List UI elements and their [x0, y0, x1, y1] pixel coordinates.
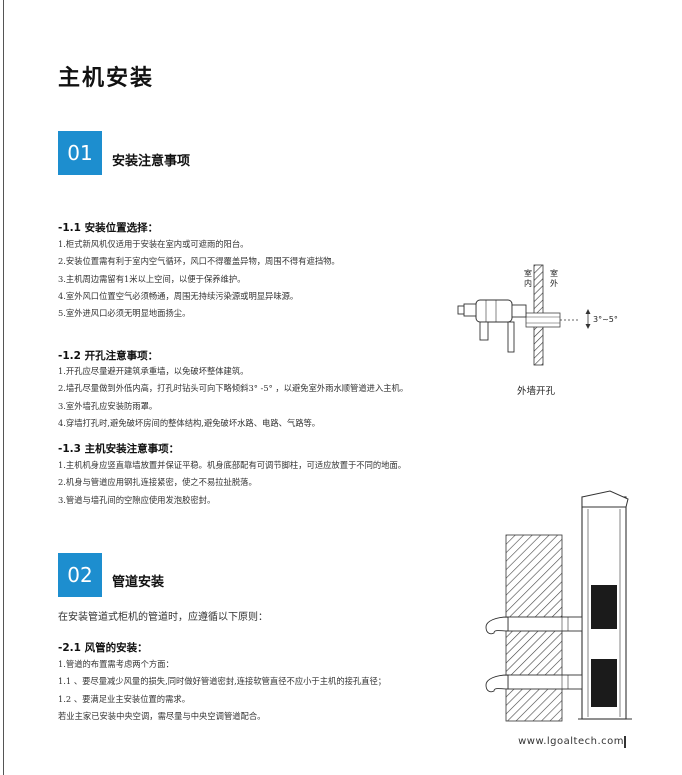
figure-caption: 外墙开孔 [517, 386, 556, 397]
section-number-01: 01 [58, 131, 102, 175]
list-item: 2.墙孔尽量做到外低内高，打孔时钻头可向下略倾斜3° -5° ，以避免室外雨水顺… [58, 383, 409, 394]
angle-label: 3°~5° [593, 315, 618, 324]
section-title-duct: 管道安装 [112, 575, 165, 590]
list-item: 2.安装位置需有利于室内空气循环，风口不得覆盖异物，周围不得有遮挡物。 [58, 256, 340, 267]
section-intro: 在安装管道式柜机的管道时，应遵循以下原则： [58, 612, 268, 623]
footer-url: www.lgoaltech.com [518, 736, 624, 747]
page-edge-line [3, 0, 4, 775]
subsection-title-unit-install: -1.3 主机安装注意事项： [58, 443, 180, 455]
list-item: 1.2 、要满足业主安装位置的需求。 [58, 693, 190, 704]
list-item: 5.室外进风口必须无明显地面扬尘。 [58, 308, 191, 319]
list-item: 3.室外墙孔应安装防雨罩。 [58, 400, 158, 411]
list-item: 若业主家已安装中央空调，需尽量与中央空调管道配合。 [58, 710, 266, 721]
section-title-precautions: 安装注意事项 [112, 154, 191, 169]
cabinet-unit-diagram [485, 490, 632, 722]
footer-divider [624, 736, 626, 748]
list-item: 3.管道与墙孔间的空隙应使用发泡胶密封。 [58, 494, 216, 505]
location-list: 1.柜式新风机仅适用于安装在室内或可遮雨的阳台。 2.安装位置需有利于室内空气循… [58, 236, 340, 322]
wall-drilling-diagram [457, 264, 591, 366]
drilling-list: 1.开孔应尽量避开建筑承重墙，以免破坏整体建筑。 2.墙孔尽量做到外低内高，打孔… [58, 363, 408, 432]
list-item: 1.开孔应尽量避开建筑承重墙，以免破坏整体建筑。 [58, 366, 249, 376]
subsection-title-air-duct: -2.1 风管的安装： [58, 642, 148, 654]
subsection-title-location: -1.1 安装位置选择： [58, 222, 159, 234]
outdoor-label: 室外 [550, 269, 558, 288]
cabinet-unit-illustration [478, 487, 638, 723]
subsection-title-drilling: -1.2 开孔注意事项： [58, 350, 159, 362]
air-duct-list: 1.管道的布置需考虑两个方面： 1.1 、要尽量减少风量的损失,同时做好管道密封… [58, 656, 386, 725]
list-item: 4.室外风口位置空气必须畅通，周围无持续污染源或明显异味源。 [58, 290, 299, 301]
list-item: 4.穿墙打孔时,避免破坏房间的整体结构,避免破坏水路、电路、气路等。 [58, 417, 321, 428]
section-number-02: 02 [58, 553, 102, 597]
list-item: 1.主机机身应竖直靠墙放置并保证平稳。机身底部配有可调节脚柱，可适应放置于不同的… [58, 460, 407, 470]
wall-drilling-figure: 室内 室外 3°~5° [448, 260, 638, 370]
list-item: 2.机身与管道应用钢扎连接紧密，使之不易拉扯脱落。 [58, 477, 257, 488]
list-item: 3.主机周边需留有1米以上空间，以便于保养维护。 [58, 273, 246, 284]
list-item: 1.1 、要尽量减少风量的损失,同时做好管道密封,连接软管直径不应小于主机的接孔… [58, 676, 387, 687]
unit-install-list: 1.主机机身应竖直靠墙放置并保证平稳。机身底部配有可调节脚柱，可适应放置于不同的… [58, 457, 406, 509]
indoor-label: 室内 [524, 269, 532, 288]
page-title: 主机安装 [58, 66, 155, 91]
list-item: 1.管道的布置需考虑两个方面： [58, 659, 174, 669]
list-item: 1.柜式新风机仅适用于安装在室内或可遮雨的阳台。 [58, 239, 249, 249]
